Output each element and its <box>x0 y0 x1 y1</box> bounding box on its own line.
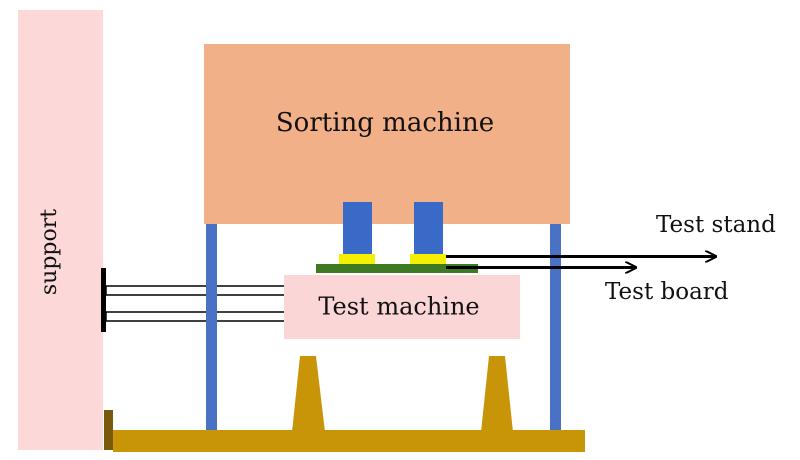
contact-left <box>339 254 375 265</box>
test-machine <box>284 275 520 339</box>
left-leg <box>206 224 217 432</box>
right-leg <box>550 224 561 432</box>
test-board-label: Test board <box>605 279 729 305</box>
connecting-rods <box>105 285 287 322</box>
test-board <box>316 264 478 273</box>
sorting-machine <box>204 44 570 224</box>
test-stand-label: Test stand <box>656 212 776 238</box>
plunger-left <box>343 202 372 254</box>
foot-left <box>292 356 325 432</box>
contact-right <box>410 254 446 265</box>
test-machine-label: Test machine <box>318 293 479 321</box>
sorting-machine-label: Sorting machine <box>276 108 494 138</box>
support-column <box>18 10 103 450</box>
mounting-plate <box>101 268 106 332</box>
plunger-right <box>414 202 443 254</box>
base-bracket <box>104 410 113 450</box>
base-plate <box>113 430 585 452</box>
support-label: support <box>37 209 62 295</box>
foot-right <box>481 356 513 432</box>
